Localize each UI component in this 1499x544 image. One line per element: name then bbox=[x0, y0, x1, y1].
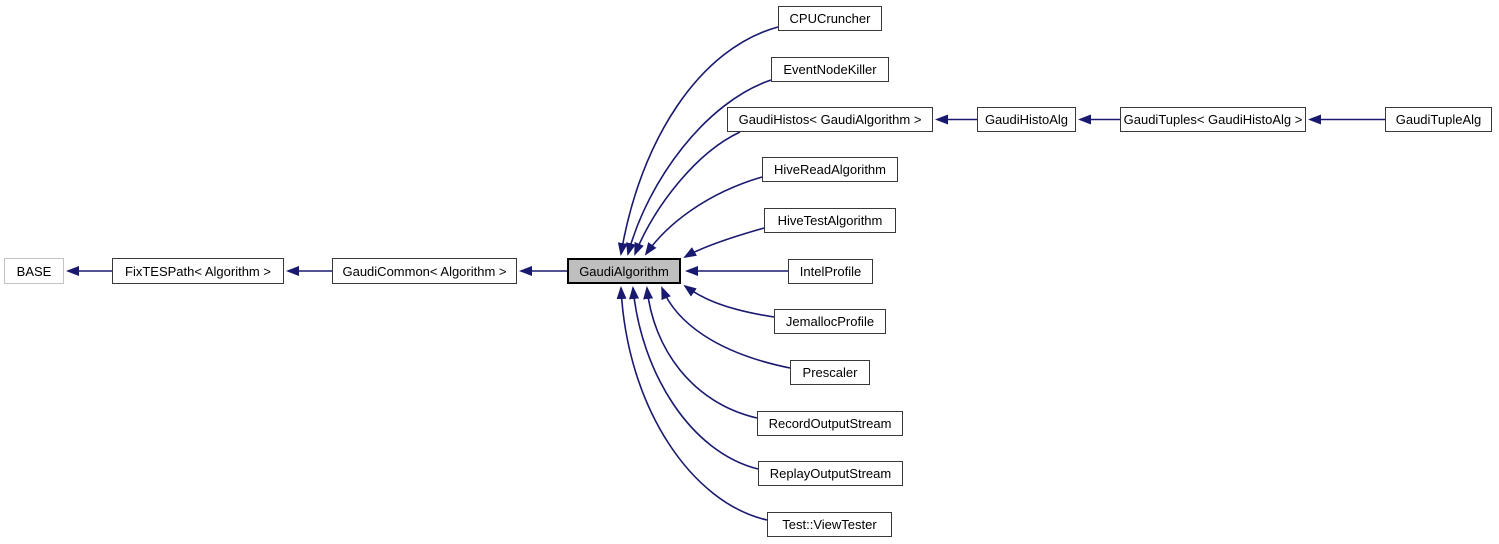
class-node-base: BASE bbox=[4, 258, 64, 284]
edge-hivereadalgorithm bbox=[644, 176, 763, 256]
class-node-eventnodekiller[interactable]: EventNodeKiller bbox=[771, 57, 889, 82]
edge-testviewtester bbox=[616, 286, 768, 521]
class-node-recordoutputstream[interactable]: RecordOutputStream bbox=[757, 411, 903, 436]
class-node-prescaler[interactable]: Prescaler bbox=[790, 360, 870, 385]
edge-eventnodekiller bbox=[626, 79, 772, 256]
edge-hivetestalgorithm bbox=[683, 227, 765, 259]
edge-prescaler bbox=[661, 286, 791, 369]
class-node-hivetestalgorithm[interactable]: HiveTestAlgorithm bbox=[764, 208, 896, 233]
class-node-intelprofile[interactable]: IntelProfile bbox=[788, 259, 873, 284]
class-node-gaudituples[interactable]: GaudiTuples< GaudiHistoAlg > bbox=[1120, 107, 1306, 132]
class-node-gaudicommon[interactable]: GaudiCommon< Algorithm > bbox=[332, 258, 517, 284]
class-node-gauditupealg[interactable]: GaudiTupleAlg bbox=[1385, 107, 1492, 132]
class-node-gaudialgorithm[interactable]: GaudiAlgorithm bbox=[567, 258, 681, 284]
class-node-gaudihistos[interactable]: GaudiHistos< GaudiAlgorithm > bbox=[727, 107, 933, 132]
edge-cpucruncher bbox=[617, 26, 779, 256]
class-node-gaudihistoalg[interactable]: GaudiHistoAlg bbox=[977, 107, 1076, 132]
class-node-testviewtester[interactable]: Test::ViewTester bbox=[767, 512, 892, 537]
class-node-hivereadalgorithm[interactable]: HiveReadAlgorithm bbox=[762, 157, 898, 182]
class-node-fixtespath[interactable]: FixTESPath< Algorithm > bbox=[112, 258, 284, 284]
class-node-jemallocprofile[interactable]: JemallocProfile bbox=[774, 309, 886, 334]
class-node-cpucruncher[interactable]: CPUCruncher bbox=[778, 6, 882, 31]
edge-gaudihistos bbox=[634, 131, 741, 256]
edge-jemallocprofile bbox=[683, 284, 775, 318]
edge-recordoutputstream bbox=[643, 286, 758, 419]
class-node-replayoutputstream[interactable]: ReplayOutputStream bbox=[758, 461, 903, 486]
edge-replayoutputstream bbox=[629, 286, 759, 470]
